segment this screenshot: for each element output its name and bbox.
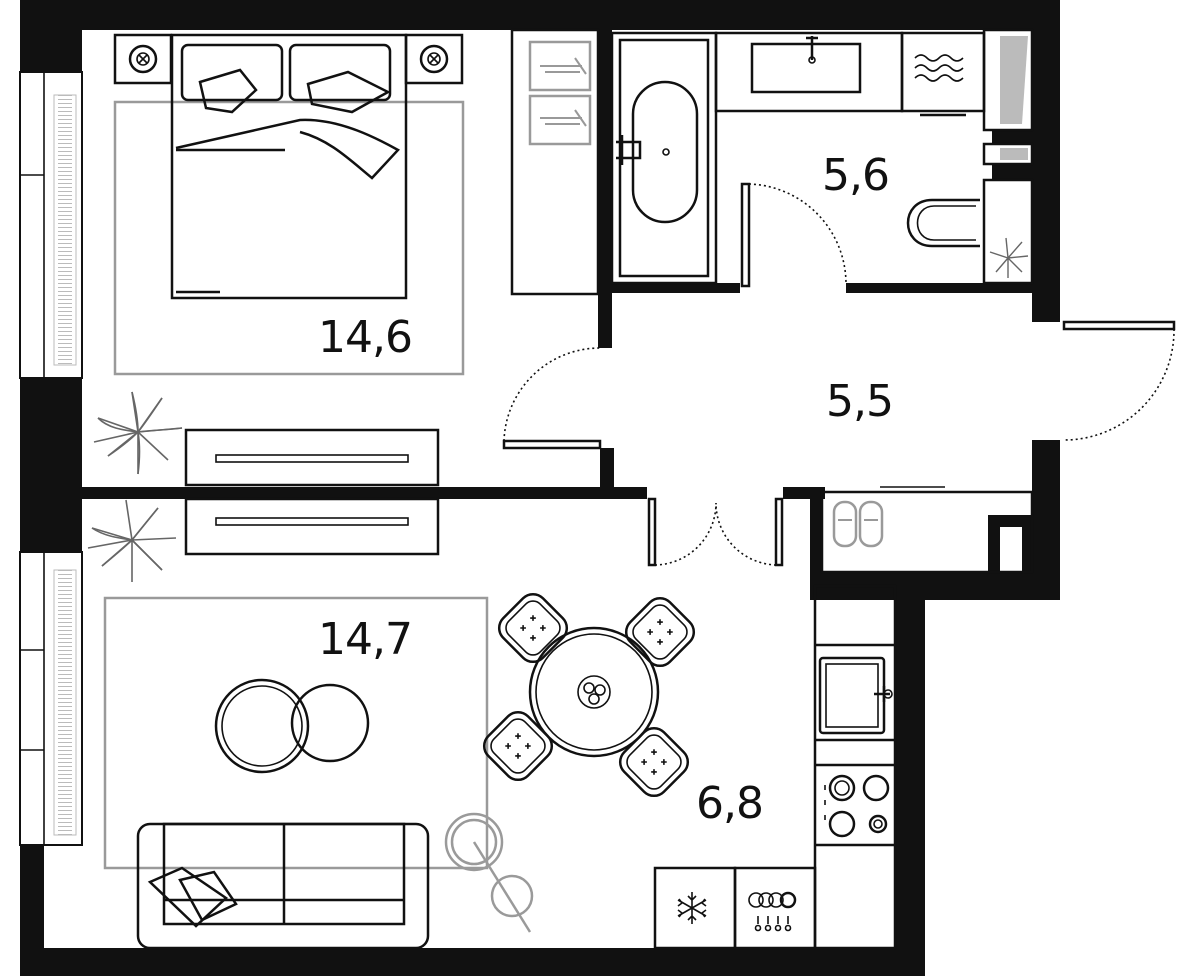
wall-left-pier: [20, 378, 82, 552]
plant-bedroom: [93, 391, 183, 475]
walls: [20, 0, 1060, 976]
folded-towel-2: [528, 94, 592, 146]
dresser-bedroom: [184, 428, 440, 487]
dishwasher: [733, 866, 817, 950]
bathroom: 5,6: [610, 28, 1034, 288]
wardrobe: [510, 28, 600, 296]
folded-towel-1: [528, 40, 592, 92]
hallway: 5,5: [502, 320, 1176, 574]
living-rug: [103, 596, 489, 870]
plant-bathroom: [989, 237, 1029, 278]
wall-left-upper: [20, 0, 82, 72]
windows: [19, 71, 83, 846]
dining-table: [528, 626, 660, 758]
kitchen-counter: [813, 584, 897, 950]
window-bedroom: [19, 71, 83, 379]
nightstand-left: [113, 33, 173, 85]
window-living: [19, 551, 83, 846]
area-label-hallway: 5,5: [826, 376, 893, 427]
toilet: [906, 178, 1034, 285]
dining-chair: [618, 726, 690, 798]
coffee-tables: [214, 678, 370, 774]
wall-bath-bottom-a: [612, 283, 740, 293]
plant-living: [87, 499, 177, 582]
wall-bottom: [20, 948, 925, 976]
bedroom-door: [502, 347, 602, 450]
wall-right-upper: [1032, 0, 1060, 322]
double-door-living: [647, 497, 784, 567]
kitchen-sink: [818, 656, 893, 735]
area-label-bathroom: 5,6: [822, 150, 889, 201]
entrance-door: [1062, 320, 1176, 441]
wall-wardrobe-box: [810, 487, 822, 587]
area-label-kitchen: 6,8: [696, 778, 763, 829]
fridge: [653, 866, 737, 950]
bedroom: 14,6: [93, 33, 465, 487]
tv-stand: [184, 497, 440, 556]
slippers-icon: [832, 500, 884, 548]
area-label-bedroom: 14,6: [318, 312, 412, 363]
bathtub: [610, 31, 718, 285]
double-bed: [170, 33, 408, 300]
niche-opening: [1000, 527, 1022, 572]
washing-machine: [900, 31, 986, 117]
snowflake-icon: [677, 892, 707, 924]
wall-shaft-2: [992, 165, 1032, 179]
wall-bath-bottom-b: [846, 283, 1036, 293]
bedroom-rug: [113, 100, 465, 376]
kitchen: 6,8: [482, 584, 897, 950]
sofa: [136, 822, 430, 950]
wall-top: [20, 0, 1060, 30]
bathroom-vanity: [714, 31, 904, 113]
cooktop: [824, 774, 890, 838]
dining-chair: [497, 592, 569, 664]
living-room: 14,7: [87, 497, 534, 950]
wall-shaft: [992, 130, 1032, 144]
wall-right-lower: [895, 572, 925, 976]
dining-chair: [624, 596, 696, 668]
utility-shaft: [982, 28, 1034, 166]
wall-hall-stub: [600, 448, 614, 498]
wall-bath-left: [598, 30, 612, 348]
plates-icon: [748, 891, 797, 932]
shoe-cabinet: [820, 486, 1034, 574]
bathroom-door: [740, 182, 847, 288]
floor-lamp: [444, 812, 534, 933]
dining-chair: [482, 710, 554, 782]
wall-bed-living: [82, 487, 647, 499]
nightstand-right: [404, 33, 464, 85]
area-label-living: 14,7: [318, 614, 412, 665]
